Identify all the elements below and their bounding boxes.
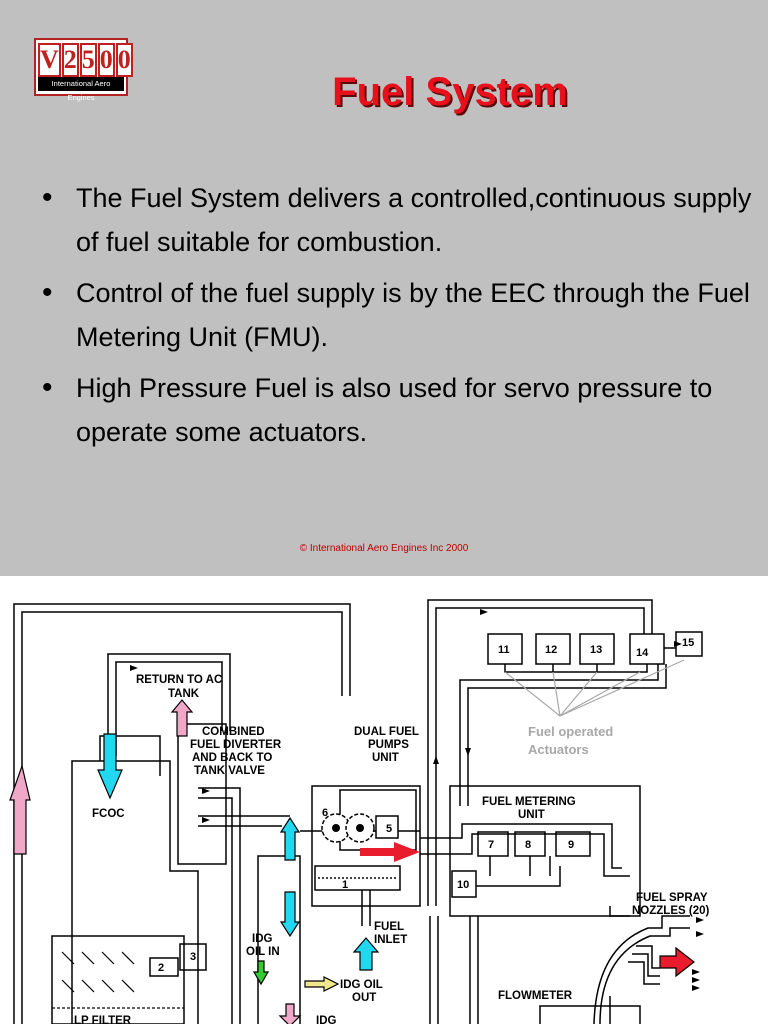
label-flowmeter: FLOWMETER	[498, 990, 573, 1002]
label-combined-line1: COMBINED	[202, 726, 265, 738]
return-to-tank-arrow	[170, 699, 194, 737]
fuel-system-diagram: RETURN TO AC TANK COMBINED FUEL DIVERTER…	[9, 599, 709, 1024]
label-return-line2: TANK	[168, 688, 200, 700]
bullet-item: Control of the fuel supply is by the EEC…	[42, 271, 758, 359]
nozzle-arrow	[659, 946, 695, 978]
component-6: 6	[322, 807, 328, 819]
hp-fuel-arrow	[360, 842, 420, 862]
idg-double-arrow-up	[279, 891, 301, 938]
label-combined-line3: AND BACK TO	[192, 752, 272, 764]
lp-filter	[51, 935, 185, 1024]
component-12: 12	[545, 644, 557, 656]
logo-mark: V 2 5 0 0	[38, 43, 133, 77]
component-5: 5	[386, 823, 392, 835]
bullet-item: The Fuel System delivers a controlled,co…	[42, 176, 758, 264]
bullet-item: High Pressure Fuel is also used for serv…	[42, 366, 758, 454]
left-up-arrow	[9, 763, 31, 855]
label-actuators-line2: Actuators	[528, 742, 589, 757]
label-lp-filter: LP FILTER	[74, 1015, 132, 1024]
fcoc-body	[71, 760, 199, 1024]
component-9: 9	[568, 839, 574, 851]
pump-gears	[321, 813, 399, 843]
label-idg-oil-out-line1: IDG OIL	[340, 979, 383, 991]
fcoc-top	[99, 735, 161, 776]
idg-bottom-arrow	[278, 1003, 302, 1024]
label-pumps-line1: DUAL FUEL	[354, 726, 419, 738]
component-2: 2	[158, 962, 164, 974]
label-pumps-line3: UNIT	[372, 752, 399, 764]
hp-line-fmu	[420, 823, 622, 869]
bullet-list: The Fuel System delivers a controlled,co…	[42, 176, 758, 461]
label-actuators-line1: Fuel operated	[528, 724, 613, 739]
fmu-9	[555, 831, 591, 857]
component-1: 1	[342, 879, 348, 891]
valve-line-2	[198, 797, 233, 1024]
component-3: 3	[190, 951, 196, 963]
valve-line-1	[198, 787, 241, 1024]
slide: V 2 5 0 0 International Aero Engines Fue…	[0, 0, 768, 576]
label-fuel-inlet-line1: FUEL	[374, 921, 404, 933]
label-nozzles-line1: FUEL SPRAY	[636, 892, 708, 904]
fuel-filter-1	[314, 865, 401, 891]
fmu-7	[477, 831, 509, 857]
label-fmu-line2: UNIT	[518, 809, 545, 821]
fcoc-top-line-inner	[115, 661, 223, 756]
fmu-10	[451, 870, 477, 898]
nozzle-manifold	[599, 927, 690, 1024]
label-idg-oil-in-line1: IDG	[252, 933, 273, 945]
actuator-pointer-lines	[504, 659, 685, 717]
component-15: 15	[682, 637, 694, 649]
label-idg-bottom: IDG	[316, 1015, 337, 1024]
label-idg-oil-out-line2: OUT	[352, 992, 376, 1004]
fmu-body	[449, 785, 641, 917]
component-10: 10	[457, 879, 469, 891]
idg-cooler	[257, 855, 301, 1024]
copyright-notice: © International Aero Engines Inc 2000	[299, 543, 469, 554]
label-return-line1: RETURN TO AC	[136, 674, 222, 686]
combined-valve-block	[177, 723, 227, 865]
label-combined-line2: FUEL DIVERTER	[190, 739, 282, 751]
component-13: 13	[590, 644, 602, 656]
label-nozzles-line2: NOZZLES (20)	[632, 905, 709, 917]
label-pumps-line2: PUMPS	[368, 739, 409, 751]
pump-housing	[311, 785, 421, 907]
lp-filter-elements	[52, 951, 184, 1009]
idg-oil-in-arrow	[252, 960, 270, 986]
component-11: 11	[498, 644, 510, 656]
component-7: 7	[488, 839, 494, 851]
fcoc-down-arrow	[97, 733, 123, 800]
logo-subtitle: International Aero Engines	[38, 77, 124, 102]
label-fmu-line1: FUEL METERING	[482, 796, 576, 808]
flowmeter	[539, 1005, 641, 1024]
component-8: 8	[525, 839, 531, 851]
slide-title: Fuel System	[332, 70, 568, 114]
actuator-supply	[427, 599, 653, 906]
label-fcoc: FCOC	[92, 808, 125, 820]
v2500-logo: V 2 5 0 0 International Aero Engines	[34, 38, 133, 102]
idg-oil-out-arrow	[304, 976, 340, 992]
fuel-inlet-arrow	[352, 937, 380, 971]
component-14: 14	[636, 647, 649, 659]
label-combined-line4: TANK VALVE	[194, 765, 265, 777]
label-fuel-inlet-line2: INLET	[374, 934, 407, 946]
label-idg-oil-in-line2: OIL IN	[246, 946, 280, 958]
fcoc-top-line	[107, 653, 231, 756]
idg-double-arrow	[279, 816, 301, 861]
